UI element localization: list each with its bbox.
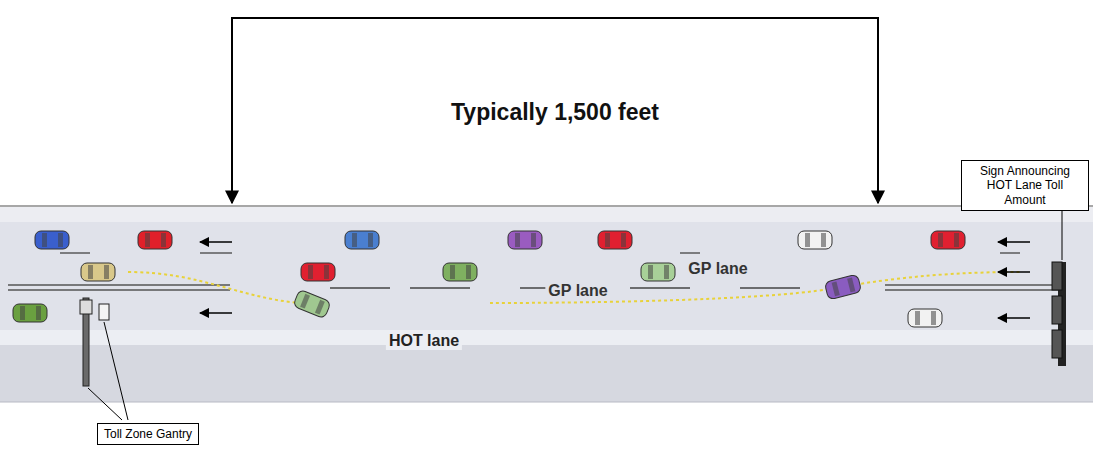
toll-gantry: [80, 298, 109, 386]
toll-sign: [1052, 262, 1066, 366]
lane-change-path: [128, 272, 1020, 303]
car: [931, 231, 965, 249]
car: [598, 231, 632, 249]
dimension-arrow: [232, 185, 878, 203]
callout-box: Toll Zone Gantry: [97, 423, 199, 445]
lane-label: GP lane: [685, 260, 750, 278]
car: [35, 231, 69, 249]
car: [301, 263, 335, 281]
car: [908, 309, 942, 327]
direction-arrow: [200, 242, 1030, 318]
callout-text: Sign Announcing HOT Lane Toll Amount: [968, 164, 1082, 207]
road-stripe: [0, 330, 1093, 345]
car: [13, 304, 47, 322]
car: [508, 231, 542, 249]
car: [293, 289, 331, 318]
lane-label: GP lane: [545, 282, 610, 300]
callout-box: Sign Announcing HOT Lane Toll Amount: [961, 160, 1089, 211]
dimension-bracket: [232, 18, 878, 200]
leader-line: [88, 202, 1062, 420]
car: [443, 263, 477, 281]
lane-separator: [8, 285, 1058, 290]
road-edge-line: [0, 205, 1093, 207]
car: [798, 231, 832, 249]
lane-dash: [60, 253, 1020, 288]
lane-label: HOT lane: [386, 332, 462, 350]
road-edge-line: [0, 402, 1093, 403]
callout-text: Toll Zone Gantry: [104, 427, 192, 441]
car: [138, 231, 172, 249]
car: [345, 231, 379, 249]
car: [824, 274, 861, 300]
road-edge: [0, 207, 1093, 222]
road-surface: [0, 222, 1093, 330]
car: [641, 263, 675, 281]
car: [81, 263, 115, 281]
road-shoulder: [0, 345, 1093, 402]
vehicles: [13, 231, 965, 327]
dimension-label: Typically 1,500 feet: [448, 99, 662, 126]
